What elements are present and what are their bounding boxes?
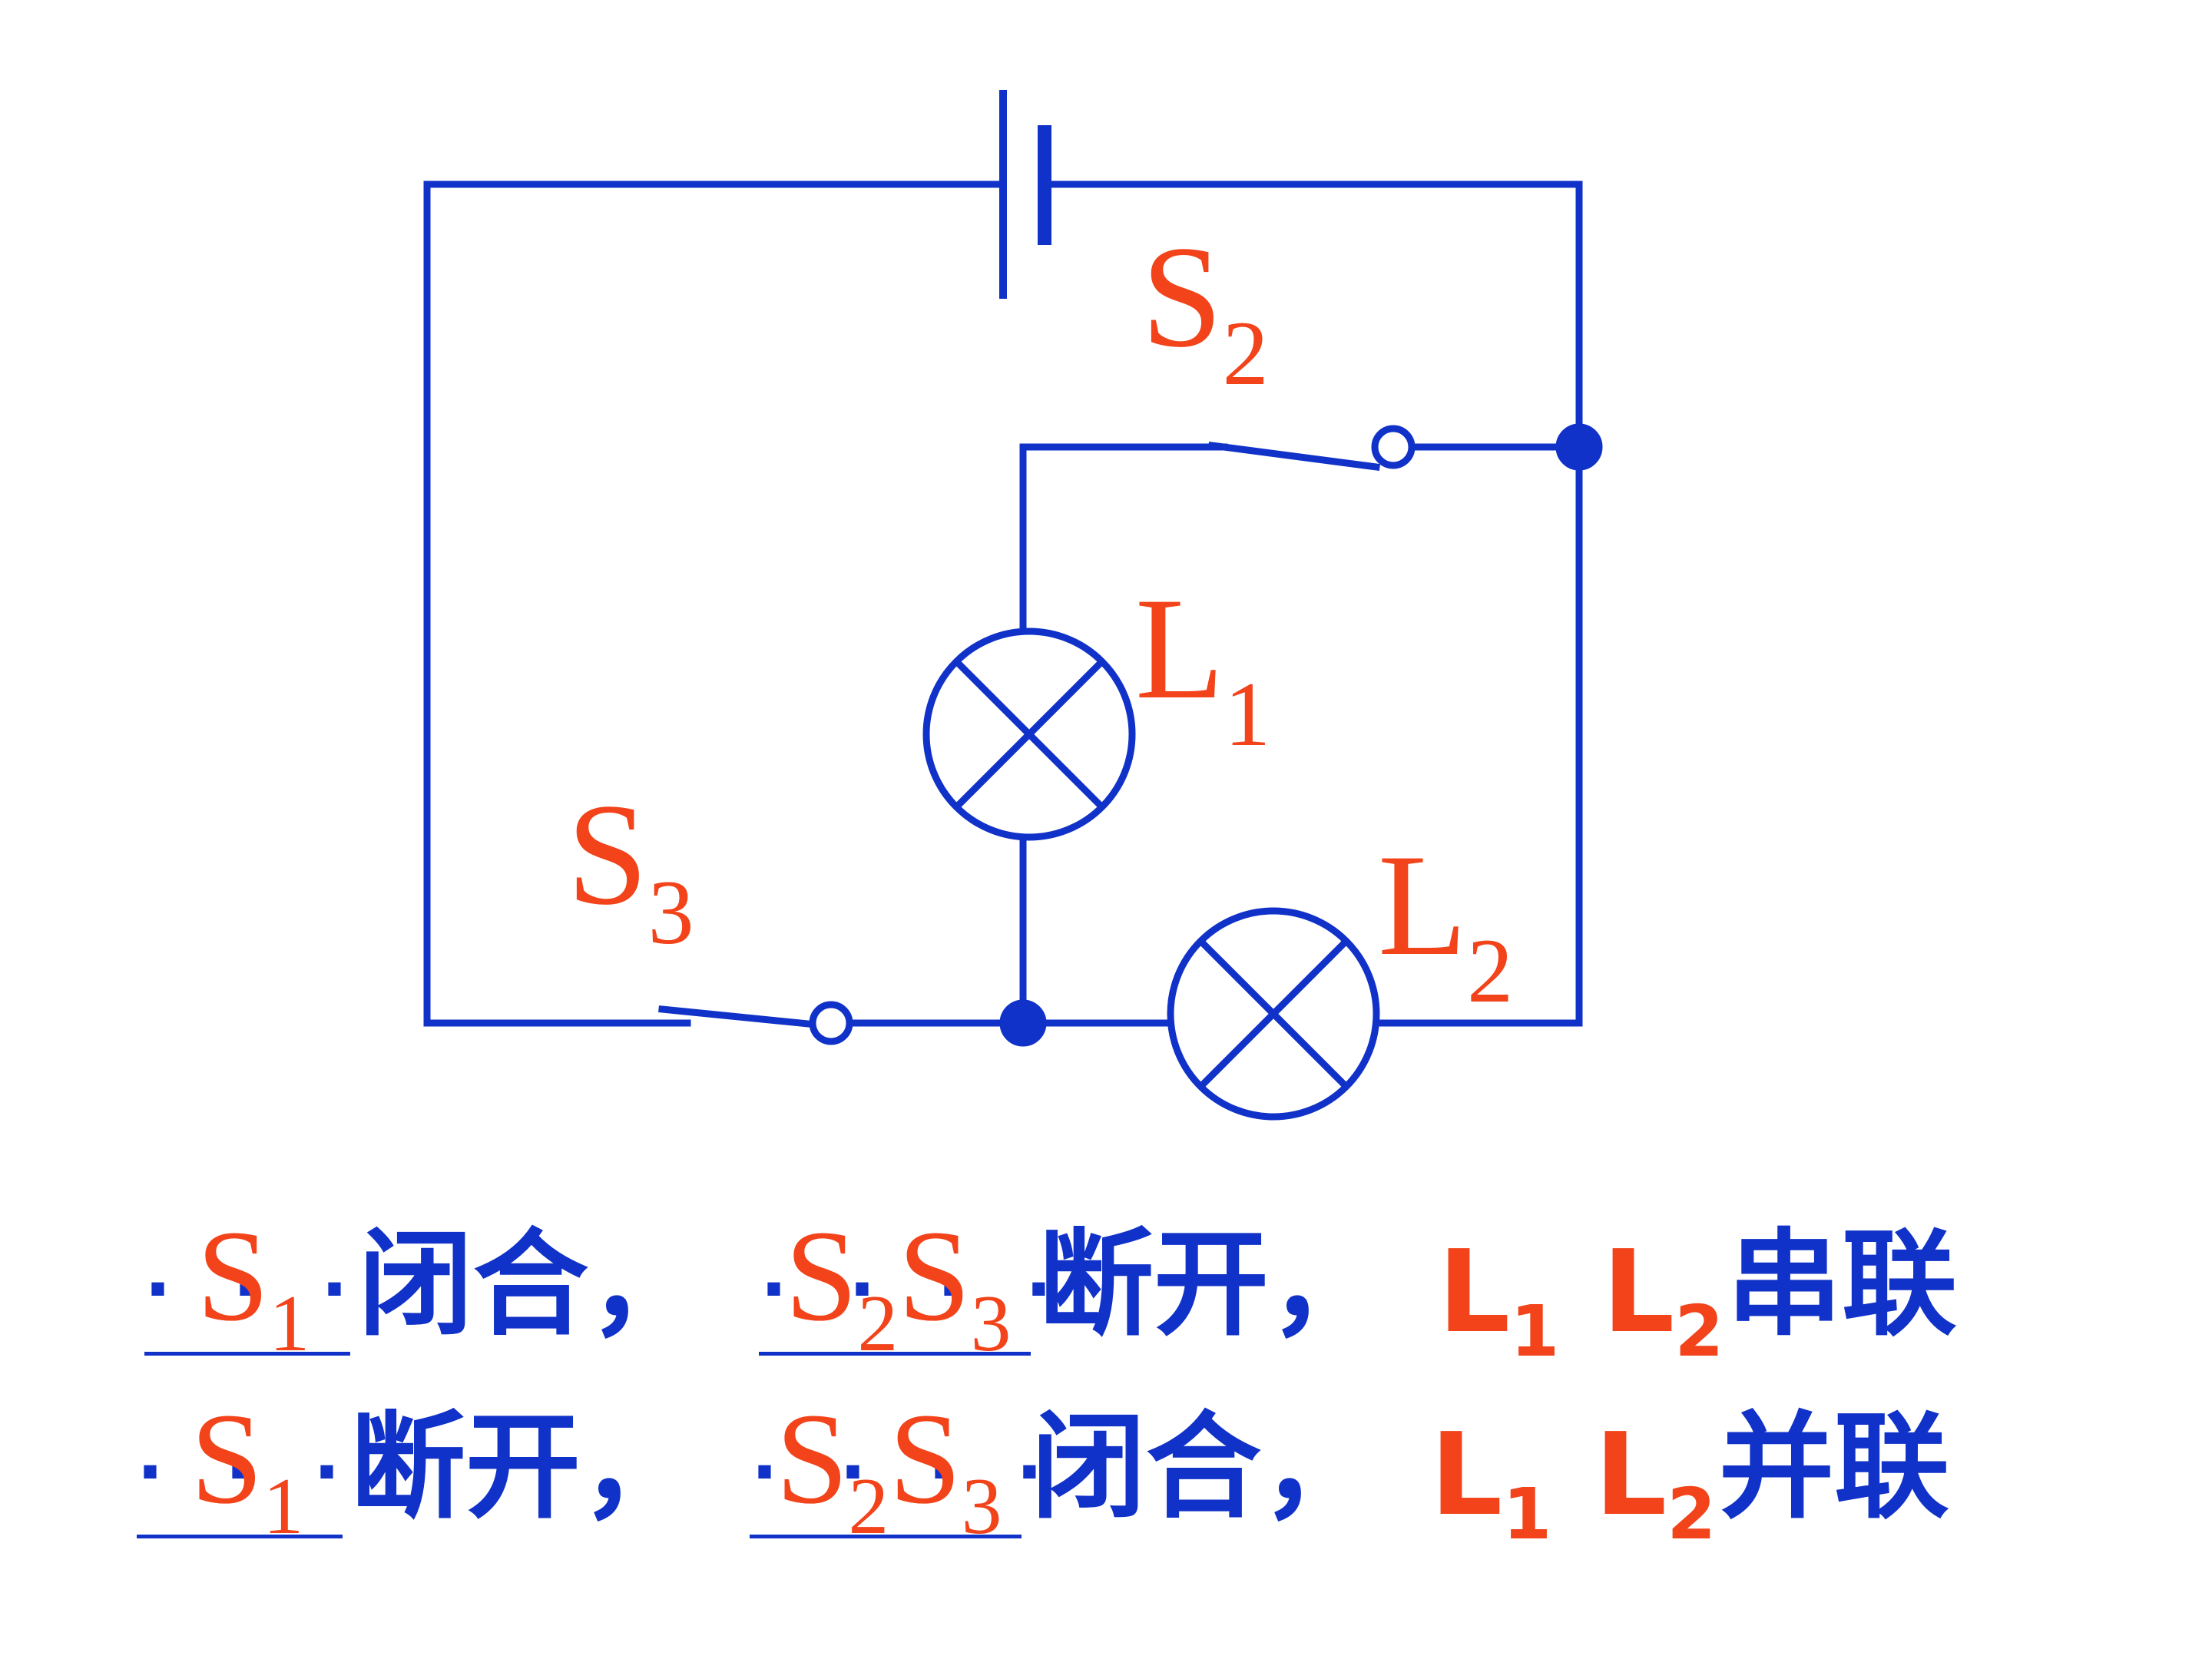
statement-2: . . . S1 断开， . . . . S2S3 闭合， L1 L2 并联 xyxy=(0,1382,2212,1567)
statement-1-dots-1: . . . xyxy=(144,1230,366,1313)
statement-1-verb-1: 闭合， xyxy=(358,1218,704,1352)
statement-2-verb-2: 闭合， xyxy=(1031,1401,1377,1535)
statement-1-lamp-1: L1 xyxy=(1438,1226,1560,1373)
switch-s2-terminal xyxy=(1371,425,1416,469)
switch-s2-blade xyxy=(1207,441,1381,472)
statement-1-verb-2: 断开， xyxy=(1038,1218,1385,1352)
statement-2-blank-1 xyxy=(137,1535,343,1538)
label-s2: S2 xyxy=(1141,217,1269,404)
statement-2-dots-1: . . . xyxy=(137,1413,359,1495)
label-l1: L1 xyxy=(1135,568,1270,765)
statement-2-lamp-2: L2 xyxy=(1594,1409,1717,1556)
lamp-l2 xyxy=(1167,907,1380,1121)
statement-1-answer-2: S2S3 xyxy=(785,1204,1012,1369)
statement-1-result: 串联 xyxy=(1727,1218,1958,1352)
statement-2-dots-2: . . . . xyxy=(751,1413,1061,1495)
switch-s3-blade xyxy=(658,1005,820,1028)
statement-1-dots-2: . . . . xyxy=(760,1230,1071,1313)
junction-dot-bottom xyxy=(999,999,1047,1047)
label-s3: S3 xyxy=(567,774,694,963)
statement-1-blank-2 xyxy=(759,1352,1031,1356)
statement-2-verb-1: 断开， xyxy=(350,1401,697,1535)
statement-1-blank-1 xyxy=(144,1352,350,1356)
label-l2: L2 xyxy=(1378,825,1513,1022)
lamp-l1 xyxy=(922,628,1136,841)
statement-1-lamp-2: L2 xyxy=(1602,1226,1724,1373)
junction-dot-right xyxy=(1555,423,1603,471)
statement-2-blank-2 xyxy=(750,1535,1022,1538)
statement-2-result: 并联 xyxy=(1719,1401,1950,1535)
statement-2-answer-2: S2S3 xyxy=(776,1386,1002,1551)
statement-2-answer-1: S1 xyxy=(190,1386,304,1551)
statement-2-lamp-1: L1 xyxy=(1430,1409,1552,1556)
switch-s3-terminal xyxy=(809,1001,853,1045)
statement-1-answer-1: S1 xyxy=(197,1204,310,1369)
statement-1: . . . S1 闭合， . . . . S2S3 断开， L1 L2 串联 xyxy=(0,1198,2212,1382)
